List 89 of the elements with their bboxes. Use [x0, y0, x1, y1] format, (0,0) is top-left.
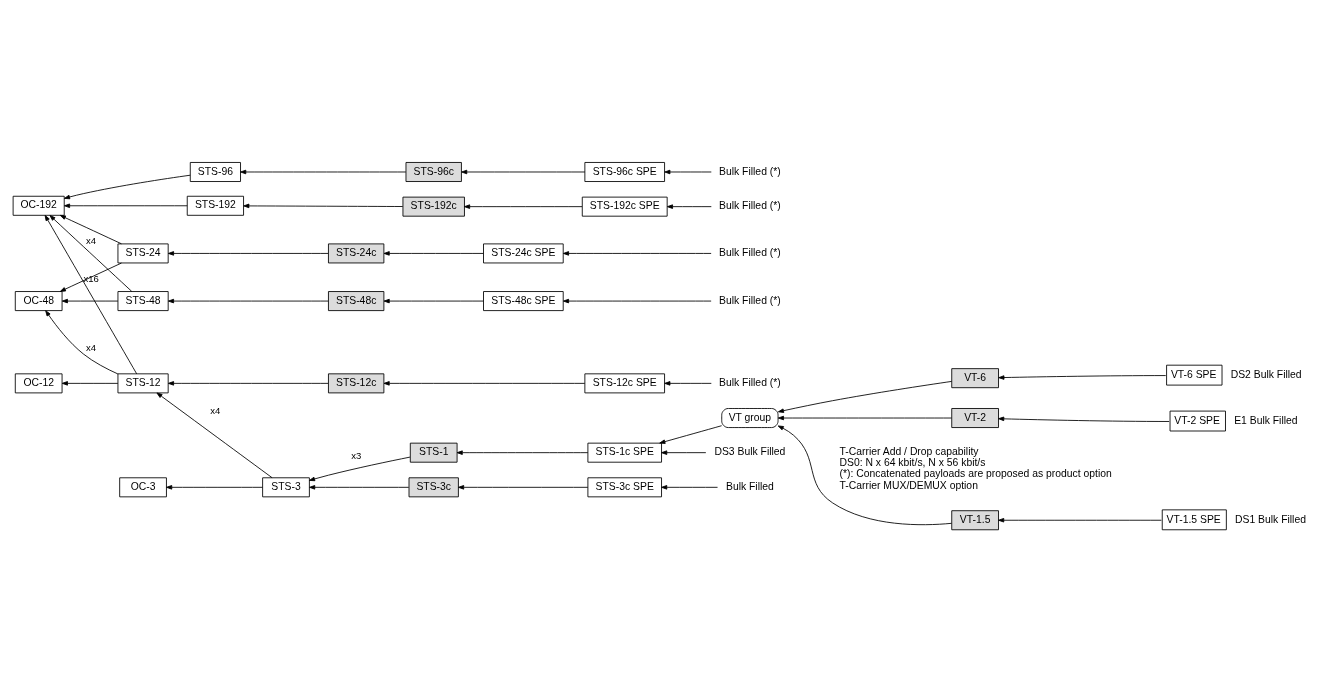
arrow: [167, 251, 329, 256]
arrow: [998, 518, 1162, 523]
arrow: [61, 298, 119, 304]
node-text: Bulk Filled: [725, 481, 774, 493]
node-box: VT-2 SPE: [1169, 410, 1226, 432]
node-box: OC-3: [119, 477, 167, 498]
node-box: OC-12: [14, 373, 63, 394]
node-box: STS-12c SPE: [584, 373, 665, 394]
node-text: Bulk Filled (*): [719, 247, 781, 259]
node-box: STS-3c: [408, 477, 459, 498]
node-box: STS-12c: [328, 373, 385, 394]
node-box: VT-6: [951, 368, 999, 389]
label: T-Carrier Add / Drop capability: [839, 445, 979, 457]
arrow: [777, 425, 952, 526]
node-box: STS-12: [117, 373, 169, 394]
node-box: STS-192c: [402, 196, 465, 217]
node-text: Bulk Filled (*): [719, 200, 781, 212]
arrow: [998, 375, 1167, 380]
node-box: VT-1.5: [951, 510, 999, 531]
node-box: STS-48: [117, 291, 169, 312]
node-text: Bulk Filled (*): [719, 165, 781, 177]
arrow: [664, 381, 712, 386]
node-text: DS3 Bulk Filled: [714, 446, 786, 458]
node-box: STS-96c: [405, 162, 462, 182]
arrow: [458, 485, 589, 490]
node-box: OC-192: [12, 195, 65, 216]
arrow: [661, 450, 707, 455]
arrow: [562, 251, 712, 256]
arrow: [59, 262, 122, 292]
node-label: DS2 Bulk Filled: [1230, 368, 1302, 380]
arrow: [456, 450, 589, 455]
edge-label: x3: [351, 450, 362, 462]
node-text: Bulk Filled (*): [719, 377, 781, 389]
arrow: [44, 214, 138, 375]
node-box: STS-1c SPE: [587, 442, 662, 463]
arrow: [383, 381, 586, 386]
arrow: [64, 203, 188, 209]
arrow: [661, 485, 718, 490]
node-box: STS-24: [117, 243, 169, 264]
arrow: [49, 215, 133, 292]
arrow: [666, 204, 712, 209]
arrow: [167, 298, 329, 304]
arrow: [61, 381, 119, 386]
node-box: OC-48: [14, 291, 63, 312]
arrow: [309, 485, 410, 490]
arrow: [383, 251, 484, 256]
node-box: VT group: [721, 408, 779, 428]
node-box: STS-3: [262, 477, 310, 498]
node-box: STS-192c SPE: [581, 196, 668, 217]
node-text: Bulk Filled (*): [719, 294, 781, 306]
arrow: [998, 416, 1170, 422]
edge-label: x4: [86, 234, 97, 246]
label: DS0: N x 64 kbit/s, N x 56 kbit/s: [839, 457, 986, 469]
node-box: VT-2: [951, 408, 999, 428]
arrow: [659, 425, 723, 444]
node-box: STS-1: [409, 442, 458, 463]
arrow: [562, 298, 712, 304]
arrow: [777, 415, 953, 421]
node-box: VT-6 SPE: [1166, 364, 1223, 386]
arrow: [664, 169, 712, 175]
node-label: DS1 Bulk Filled: [1235, 513, 1306, 525]
node-label: E1 Bulk Filled: [1234, 414, 1298, 426]
node-box: STS-96: [189, 162, 241, 182]
node-box: STS-24c SPE: [483, 243, 564, 264]
node-box: VT-1.5 SPE: [1161, 509, 1227, 531]
arrow: [777, 380, 953, 413]
arrow: [464, 204, 583, 209]
label: (*): Concatenated payloads are proposed as product option: [839, 468, 1112, 480]
label: T-Carrier MUX/DEMUX option: [839, 479, 978, 491]
node-box: STS-192: [186, 195, 244, 216]
arrow: [240, 169, 407, 175]
edge-label: x4: [86, 342, 97, 354]
node-box: STS-96c SPE: [584, 162, 665, 182]
node-box: STS-3c SPE: [587, 477, 662, 498]
arrow: [461, 169, 586, 175]
arrow: [45, 310, 119, 375]
arrow: [243, 203, 404, 209]
edge-label: x4: [210, 404, 221, 416]
arrow: [166, 485, 263, 490]
arrow: [59, 214, 122, 245]
arrow: [156, 392, 273, 479]
node-box: STS-48c: [328, 291, 385, 312]
node-box: STS-48c SPE: [483, 291, 564, 312]
node-box: STS-24c: [328, 243, 385, 264]
arrow: [309, 456, 411, 482]
edge-label: x16: [83, 272, 99, 284]
arrow: [167, 381, 329, 386]
arrow: [383, 298, 484, 304]
arrow: [63, 174, 191, 200]
